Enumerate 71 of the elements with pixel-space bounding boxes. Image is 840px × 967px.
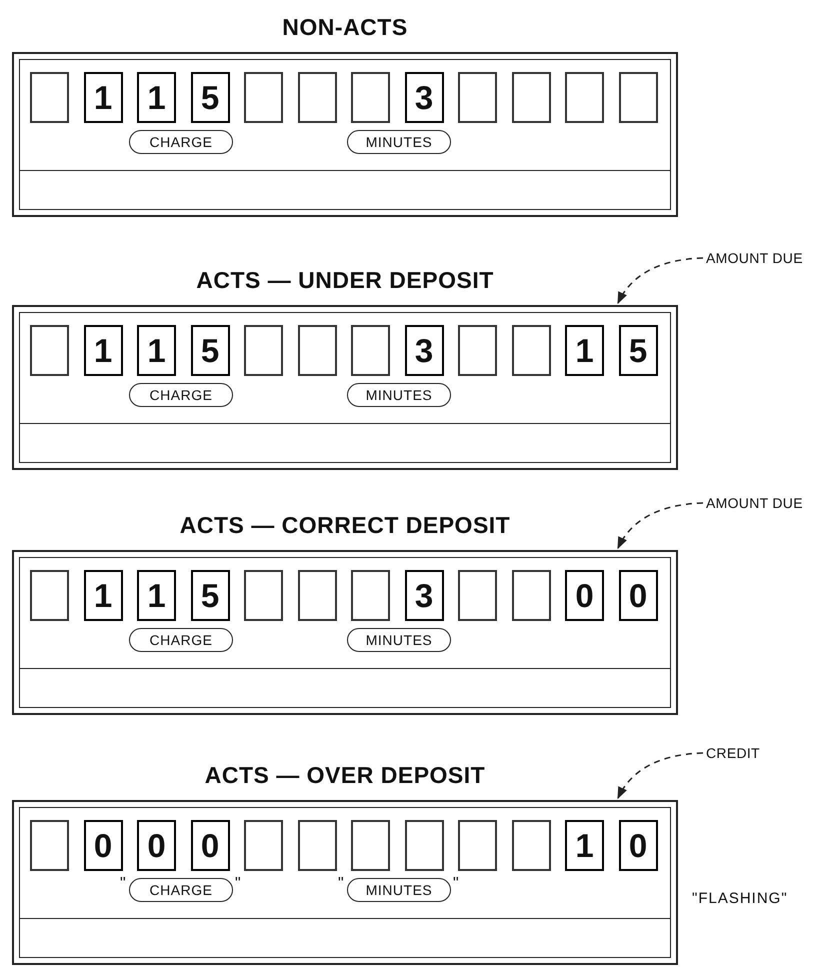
leader-arrow (617, 257, 704, 304)
blank-cell (30, 72, 69, 123)
blank-cell (351, 570, 390, 621)
label-tag: MINUTES (347, 383, 451, 407)
blank-cell (512, 72, 550, 123)
digit-cell: 5 (190, 570, 230, 621)
blank-cell (458, 325, 497, 376)
digit-cell: 1 (84, 72, 122, 123)
digit-cell: 5 (190, 325, 230, 376)
blank-cell (30, 325, 69, 376)
digit-cell: 3 (404, 570, 444, 621)
panel-heading: NON-ACTS (282, 14, 408, 41)
digit-cell: 1 (137, 325, 176, 376)
digit-cell: 5 (190, 72, 230, 123)
blank-cell (618, 72, 658, 123)
blank-cell (565, 72, 604, 123)
digit-cell: 1 (84, 570, 122, 621)
digit-cell: 3 (404, 72, 444, 123)
blank-cell (351, 72, 390, 123)
digit-cell: 0 (618, 570, 658, 621)
leader-arrow (617, 502, 704, 550)
digit-cell: 0 (84, 820, 122, 871)
blank-cell (298, 820, 336, 871)
quote-mark: " (338, 875, 344, 893)
callout-text: AMOUNT DUE (706, 495, 803, 511)
blank-cell (512, 820, 550, 871)
blank-cell (244, 820, 283, 871)
blank-cell (244, 325, 283, 376)
blank-cell (298, 72, 336, 123)
blank-cell (458, 72, 497, 123)
quote-mark: " (120, 875, 126, 893)
blank-cell (298, 325, 336, 376)
blank-cell (512, 325, 550, 376)
panel-heading: ACTS — CORRECT DEPOSIT (180, 512, 510, 539)
label-tag: CHARGE (129, 878, 233, 902)
panel-heading: ACTS — OVER DEPOSIT (204, 762, 486, 789)
blank-cell (244, 570, 283, 621)
blank-cell (244, 72, 283, 123)
blank-cell (512, 570, 550, 621)
label-tag: MINUTES (347, 878, 451, 902)
digit-cell: 0 (137, 820, 176, 871)
label-tag: MINUTES (347, 130, 451, 154)
quote-mark: " (235, 875, 241, 893)
label-tag: CHARGE (129, 383, 233, 407)
quote-mark: " (453, 875, 459, 893)
digit-cell: 0 (565, 570, 604, 621)
digit-cell: 1 (137, 570, 176, 621)
blank-cell (458, 820, 497, 871)
leader-arrow (617, 752, 704, 800)
digit-cell: 3 (404, 325, 444, 376)
digit-cell: 1 (84, 325, 122, 376)
callout-text: CREDIT (706, 745, 760, 761)
status-note: "FLASHING" (692, 890, 788, 907)
callout-text: AMOUNT DUE (706, 250, 803, 266)
blank-cell (351, 325, 390, 376)
blank-cell (30, 820, 69, 871)
label-tag: MINUTES (347, 628, 451, 652)
blank-cell (351, 820, 390, 871)
panel-heading: ACTS — UNDER DEPOSIT (196, 267, 494, 294)
digit-cell: 0 (618, 820, 658, 871)
blank-cell (404, 820, 444, 871)
digit-cell: 5 (618, 325, 658, 376)
label-tag: CHARGE (129, 628, 233, 652)
digit-cell: 0 (190, 820, 230, 871)
digit-cell: 1 (137, 72, 176, 123)
label-tag: CHARGE (129, 130, 233, 154)
blank-cell (30, 570, 69, 621)
digit-cell: 1 (565, 820, 604, 871)
blank-cell (458, 570, 497, 621)
blank-cell (298, 570, 336, 621)
digit-cell: 1 (565, 325, 604, 376)
